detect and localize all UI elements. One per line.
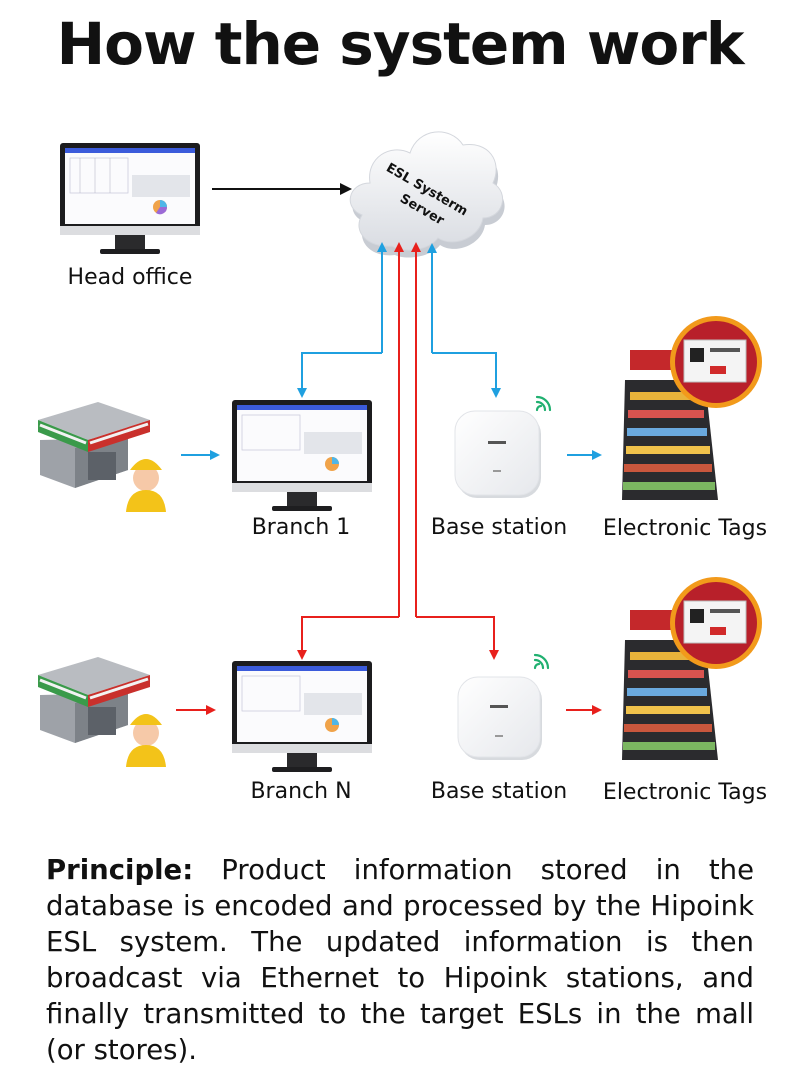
cloud-server-icon: ESL Systerm Server — [349, 131, 505, 258]
branch-n-monitor-icon — [232, 661, 372, 772]
blue-connection-lines — [181, 242, 602, 460]
principle-text: Product information stored in the databa… — [46, 854, 754, 1066]
principle-label: Principle: — [46, 854, 194, 886]
label-electronic-tags-1: Electronic Tags — [602, 516, 768, 541]
label-branch-n: Branch N — [250, 779, 352, 804]
base-station-n-icon — [457, 676, 542, 760]
principle-paragraph: Principle: Product information stored in… — [46, 852, 754, 1068]
label-head-office: Head office — [67, 265, 193, 290]
wifi-signal-n-icon — [533, 653, 550, 670]
head-office-monitor-icon — [60, 143, 200, 254]
system-diagram: ESL Systerm Server — [38, 131, 762, 772]
wifi-signal-1-icon — [535, 395, 552, 412]
store-n-icon — [38, 657, 166, 767]
label-base-station-n: Base station — [430, 779, 568, 804]
red-connection-lines — [176, 242, 602, 715]
base-station-1-icon — [454, 410, 541, 498]
electronic-tags-rack-n-icon — [622, 577, 762, 760]
page-title: How the system work — [56, 10, 745, 78]
label-branch-1: Branch 1 — [251, 515, 351, 540]
label-electronic-tags-n: Electronic Tags — [602, 780, 768, 805]
electronic-tags-rack-1-icon — [622, 316, 762, 500]
store-1-icon — [38, 402, 166, 512]
label-base-station-1: Base station — [430, 515, 568, 540]
branch-1-monitor-icon — [232, 400, 372, 511]
